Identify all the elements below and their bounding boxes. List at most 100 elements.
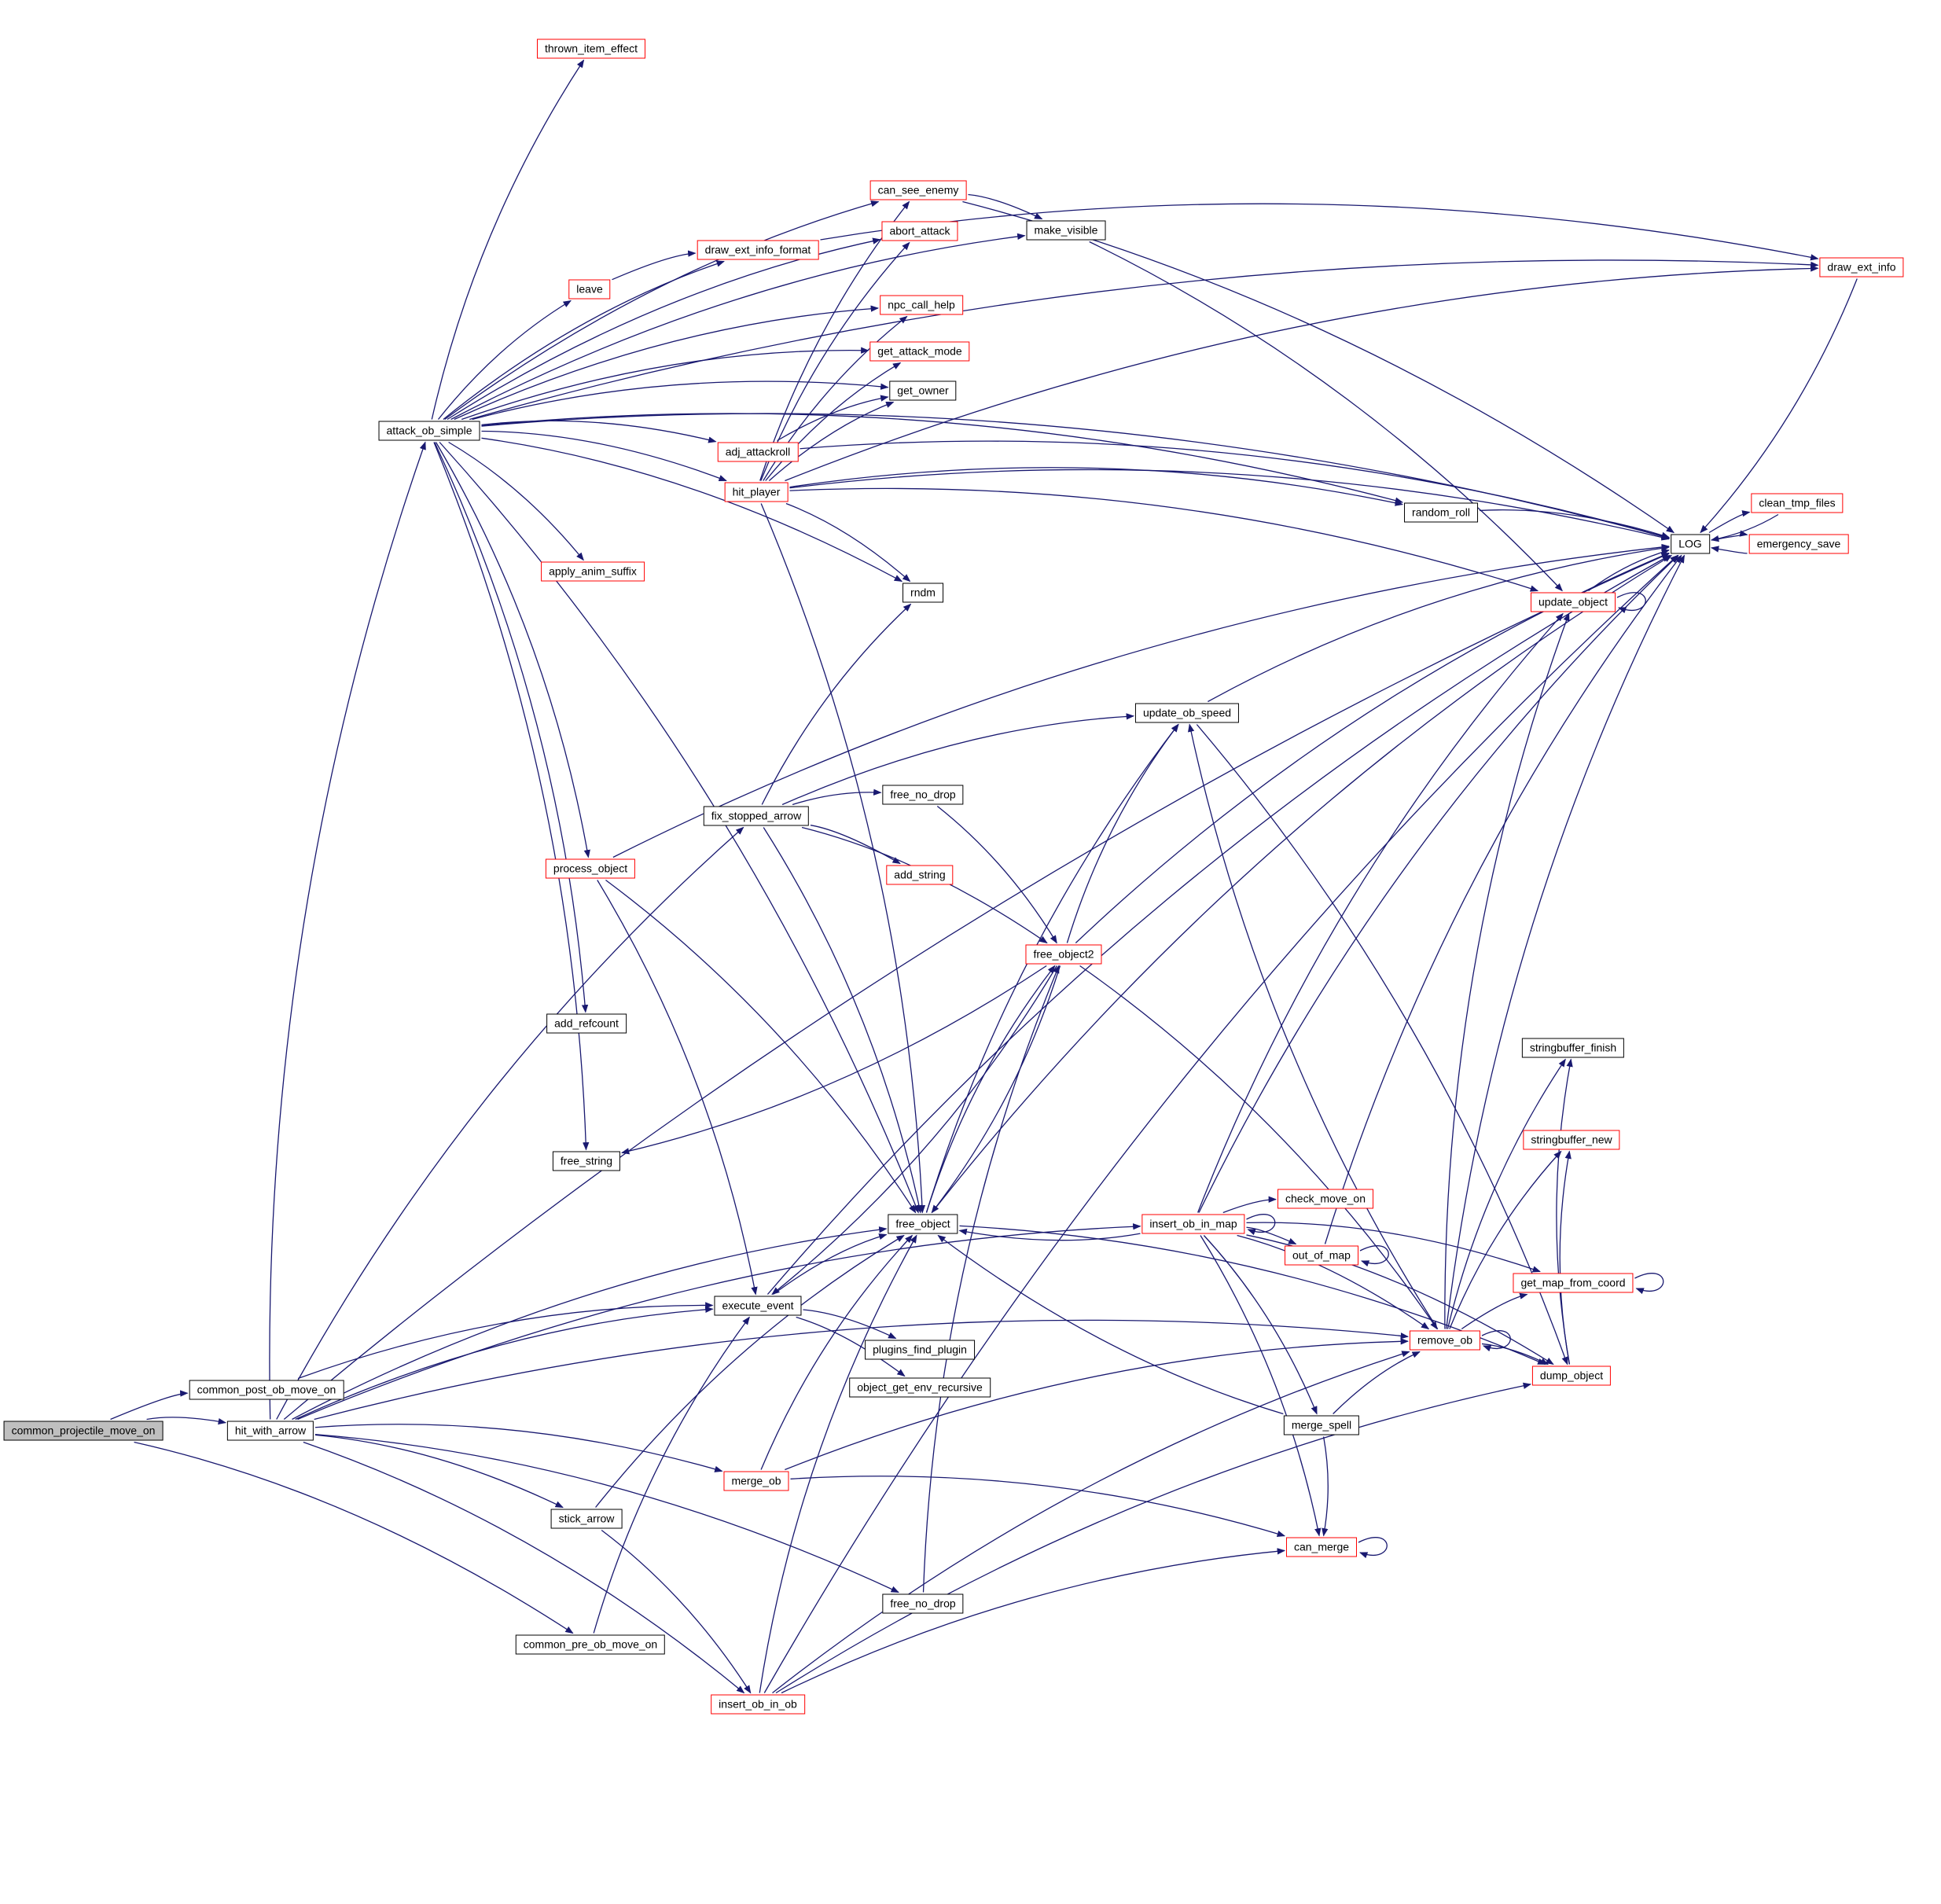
- edge-process_object-execute_event: [597, 880, 758, 1296]
- node-stringbuffer_finish[interactable]: stringbuffer_finish: [1521, 1038, 1625, 1058]
- node-clean_tmp_files[interactable]: clean_tmp_files: [1751, 493, 1844, 513]
- edge-attack_ob_simple-leave: [437, 300, 572, 420]
- edge-fix_stopped_arrow-rndm: [761, 603, 912, 805]
- edge-fix_stopped_arrow-free_object2: [801, 826, 1048, 944]
- node-free_string[interactable]: free_string: [552, 1151, 621, 1171]
- edge-LOG-clean_tmp_files: [1708, 510, 1751, 534]
- node-insert_ob_in_ob[interactable]: insert_ob_in_ob: [711, 1694, 805, 1715]
- node-stringbuffer_new[interactable]: stringbuffer_new: [1523, 1130, 1620, 1150]
- edge-execute_event-object_get_env_recursive: [796, 1316, 906, 1377]
- edge-remove_ob-LOG: [1446, 554, 1686, 1329]
- edge-insert_ob_in_ob-dump_object: [775, 1382, 1532, 1694]
- node-make_visible[interactable]: make_visible: [1026, 220, 1106, 241]
- node-remove_ob[interactable]: remove_ob: [1409, 1330, 1481, 1351]
- edge-execute_event-LOG: [766, 554, 1671, 1295]
- edge-process_object-LOG: [612, 543, 1671, 858]
- node-get_attack_mode[interactable]: get_attack_mode: [869, 341, 970, 362]
- node-abort_attack[interactable]: abort_attack: [881, 221, 958, 241]
- node-hit_with_arrow[interactable]: hit_with_arrow: [226, 1421, 314, 1441]
- edge-update_ob_speed-LOG: [1208, 545, 1671, 703]
- node-leave[interactable]: leave: [568, 279, 611, 300]
- node-common_post_ob_move_on[interactable]: common_post_ob_move_on: [189, 1380, 344, 1400]
- edge-hit_with_arrow-LOG: [283, 553, 1670, 1420]
- node-plugins_find_plugin[interactable]: plugins_find_plugin: [865, 1340, 975, 1360]
- edge-update_object-update_object: [1616, 592, 1646, 614]
- edge-attack_ob_simple-free_string: [433, 442, 590, 1151]
- edge-free_object2-remove_ob: [1079, 965, 1438, 1330]
- edge-attack_ob_simple-process_object: [435, 442, 590, 858]
- node-hit_player[interactable]: hit_player: [724, 482, 789, 502]
- node-add_refcount[interactable]: add_refcount: [546, 1013, 627, 1034]
- edge-insert_ob_in_ob-can_merge: [781, 1548, 1286, 1694]
- node-npc_call_help[interactable]: npc_call_help: [880, 295, 963, 315]
- node-object_get_env_recursive[interactable]: object_get_env_recursive: [849, 1377, 991, 1398]
- edge-hit_player-random_roll: [789, 467, 1404, 506]
- edge-merge_spell-remove_ob: [1333, 1351, 1421, 1414]
- node-apply_anim_suffix[interactable]: apply_anim_suffix: [541, 561, 645, 582]
- node-free_object2[interactable]: free_object2: [1025, 944, 1102, 965]
- edge-can_merge-can_merge: [1358, 1537, 1388, 1559]
- node-add_string[interactable]: add_string: [886, 865, 954, 885]
- edge-hit_with_arrow-stick_arrow: [314, 1434, 564, 1509]
- node-thrown_item_effect[interactable]: thrown_item_effect: [536, 39, 646, 59]
- edge-common_projectile_move_on-common_pre_ob_move_on: [134, 1441, 574, 1634]
- edge-clean_tmp_files-LOG: [1710, 513, 1779, 542]
- edge-attack_ob_simple-npc_call_help: [454, 305, 880, 421]
- node-get_owner[interactable]: get_owner: [889, 380, 957, 401]
- node-get_map_from_coord[interactable]: get_map_from_coord: [1513, 1273, 1634, 1293]
- edge-insert_ob_in_ob-LOG: [763, 554, 1678, 1693]
- node-update_ob_speed[interactable]: update_ob_speed: [1134, 703, 1240, 723]
- edge-hit_player-draw_ext_info: [785, 265, 1819, 482]
- edge-out_of_map-out_of_map: [1359, 1245, 1389, 1267]
- edge-insert_ob_in_map-remove_ob: [1237, 1234, 1430, 1330]
- edge-hit_with_arrow-fix_stopped_arrow: [276, 826, 744, 1420]
- edge-hit_with_arrow-free_object: [292, 1226, 888, 1421]
- node-common_pre_ob_move_on[interactable]: common_pre_ob_move_on: [515, 1634, 666, 1655]
- edge-fix_stopped_arrow-add_string: [810, 825, 901, 865]
- node-adj_attackroll[interactable]: adj_attackroll: [717, 442, 799, 462]
- node-process_object[interactable]: process_object: [545, 858, 636, 879]
- node-LOG[interactable]: LOG: [1671, 534, 1710, 554]
- edge-merge_ob-remove_ob: [785, 1338, 1410, 1471]
- node-rndm[interactable]: rndm: [902, 583, 943, 603]
- node-random_roll[interactable]: random_roll: [1404, 502, 1478, 523]
- edge-hit_with_arrow-merge_ob: [314, 1424, 723, 1472]
- node-can_see_enemy[interactable]: can_see_enemy: [869, 180, 967, 200]
- edge-leave-draw_ext_info_format: [612, 250, 697, 281]
- node-update_object[interactable]: update_object: [1531, 592, 1616, 612]
- edge-merge_spell-can_merge: [1322, 1436, 1329, 1537]
- node-free_no_drop_1[interactable]: free_no_drop: [882, 785, 964, 805]
- edge-attack_ob_simple-random_roll: [481, 413, 1404, 504]
- edge-stick_arrow-free_object: [595, 1234, 905, 1508]
- edge-get_map_from_coord-get_map_from_coord: [1634, 1273, 1664, 1295]
- node-execute_event[interactable]: execute_event: [714, 1296, 802, 1316]
- node-out_of_map[interactable]: out_of_map: [1285, 1245, 1358, 1266]
- edge-attack_ob_simple-adj_attackroll: [481, 420, 717, 443]
- node-draw_ext_info[interactable]: draw_ext_info: [1819, 257, 1904, 278]
- node-insert_ob_in_map[interactable]: insert_ob_in_map: [1141, 1214, 1245, 1234]
- edge-common_projectile_move_on-hit_with_arrow: [146, 1417, 227, 1425]
- edge-attack_ob_simple-thrown_item_effect: [431, 59, 585, 420]
- edge-hit_with_arrow-execute_event: [295, 1306, 714, 1421]
- edge-attack_ob_simple-draw_ext_info: [469, 259, 1819, 421]
- node-check_move_on[interactable]: check_move_on: [1277, 1189, 1373, 1209]
- node-emergency_save[interactable]: emergency_save: [1748, 534, 1849, 554]
- edge-remove_ob-remove_ob: [1481, 1330, 1511, 1352]
- node-dump_object[interactable]: dump_object: [1531, 1366, 1612, 1386]
- edge-execute_event-plugins_find_plugin: [803, 1309, 897, 1340]
- node-merge_ob[interactable]: merge_ob: [723, 1471, 789, 1491]
- node-merge_spell[interactable]: merge_spell: [1283, 1415, 1360, 1435]
- edge-remove_ob-update_object: [1444, 612, 1570, 1329]
- node-free_no_drop_2[interactable]: free_no_drop: [882, 1593, 964, 1614]
- node-fix_stopped_arrow[interactable]: fix_stopped_arrow: [703, 806, 810, 826]
- edge-insert_ob_in_map-insert_ob_in_map: [1246, 1214, 1276, 1236]
- node-can_merge[interactable]: can_merge: [1285, 1537, 1358, 1557]
- edge-attack_ob_simple-free_object: [439, 442, 919, 1214]
- edge-merge_ob-free_object: [760, 1234, 914, 1470]
- node-stick_arrow[interactable]: stick_arrow: [550, 1509, 623, 1529]
- node-draw_ext_info_format[interactable]: draw_ext_info_format: [697, 240, 819, 260]
- node-attack_ob_simple[interactable]: attack_ob_simple: [378, 421, 480, 441]
- node-free_object[interactable]: free_object: [888, 1214, 958, 1234]
- edge-update_ob_speed-dump_object: [1196, 724, 1568, 1366]
